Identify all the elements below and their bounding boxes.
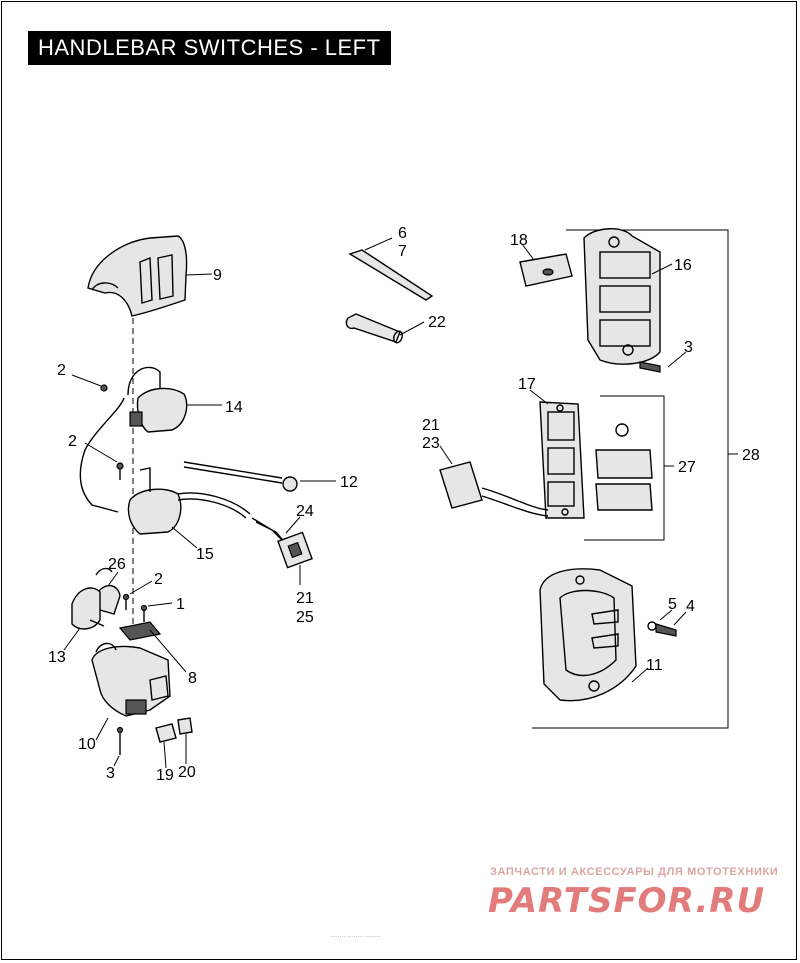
part-27-rocker-switches <box>595 423 653 511</box>
label-17: 17 <box>518 376 536 393</box>
part-18-cap <box>519 253 573 287</box>
part-19-button <box>155 723 177 743</box>
label-6: 6 <box>398 225 407 242</box>
part-14-switch-assembly <box>79 366 188 513</box>
label-26: 26 <box>108 556 126 573</box>
watermark-tagline: ЗАПЧАСТИ И АКСЕССУАРЫ ДЛЯ МОТОТЕХНИКИ <box>490 866 779 878</box>
label-10: 10 <box>78 736 96 753</box>
part-2-screw-lower <box>122 593 130 610</box>
watermark-logo: PARTSFOR.RU <box>488 881 766 921</box>
part-26-actuator <box>95 567 121 615</box>
label-19: 19 <box>156 767 174 784</box>
part-20-button <box>177 717 193 735</box>
label-13: 13 <box>48 649 66 666</box>
label-18: 18 <box>510 232 528 249</box>
label-11: 11 <box>646 657 663 674</box>
part-2-screw-upper <box>100 384 108 392</box>
label-23: 23 <box>422 435 440 452</box>
label-14: 14 <box>225 399 243 416</box>
label-2-middle: 2 <box>68 433 77 450</box>
part-3-screw-right <box>639 361 661 373</box>
label-28: 28 <box>742 447 760 464</box>
part-22-tube <box>345 313 403 344</box>
part-4-5-screw-washer <box>647 621 677 637</box>
part-21-23-connector <box>439 461 549 517</box>
label-15: 15 <box>196 546 214 563</box>
part-11-lower-housing-right <box>539 568 637 702</box>
label-2-lower: 2 <box>154 571 163 588</box>
label-1: 1 <box>176 596 185 613</box>
part-12-wire-lead <box>183 461 298 492</box>
label-25: 25 <box>296 609 314 626</box>
label-16: 16 <box>674 257 692 274</box>
label-21-right: 21 <box>422 417 440 434</box>
label-20: 20 <box>178 764 196 781</box>
label-8: 8 <box>188 670 197 687</box>
part-24-connector <box>251 517 313 569</box>
part-2-screw-middle <box>116 462 124 480</box>
label-21-left: 21 <box>296 590 314 607</box>
diagram-title: HANDLEBAR SWITCHES - LEFT <box>28 31 391 65</box>
part-17-switch-carrier <box>539 401 585 519</box>
part-15-switch-body <box>127 467 251 535</box>
label-7: 7 <box>398 243 407 260</box>
part-9-upper-housing-cover <box>87 235 188 317</box>
footnote: ........ ........ ........ <box>330 932 381 939</box>
part-10-lower-housing <box>91 642 171 717</box>
part-6-7-cable-strap <box>348 249 434 301</box>
label-2-upper: 2 <box>57 362 66 379</box>
part-13-switch <box>71 587 105 630</box>
label-27: 27 <box>678 459 696 476</box>
part-16-switch-cover <box>583 228 661 365</box>
label-5: 5 <box>668 596 677 613</box>
part-3-screw-lower-left <box>116 726 124 755</box>
part-8-plate <box>118 621 162 641</box>
label-24: 24 <box>296 503 314 520</box>
label-3-right: 3 <box>684 339 693 356</box>
label-9: 9 <box>213 267 222 284</box>
label-4: 4 <box>686 598 695 615</box>
label-12: 12 <box>340 474 358 491</box>
part-1-screw <box>140 604 148 622</box>
label-22: 22 <box>428 314 446 331</box>
label-3-left: 3 <box>106 765 115 782</box>
